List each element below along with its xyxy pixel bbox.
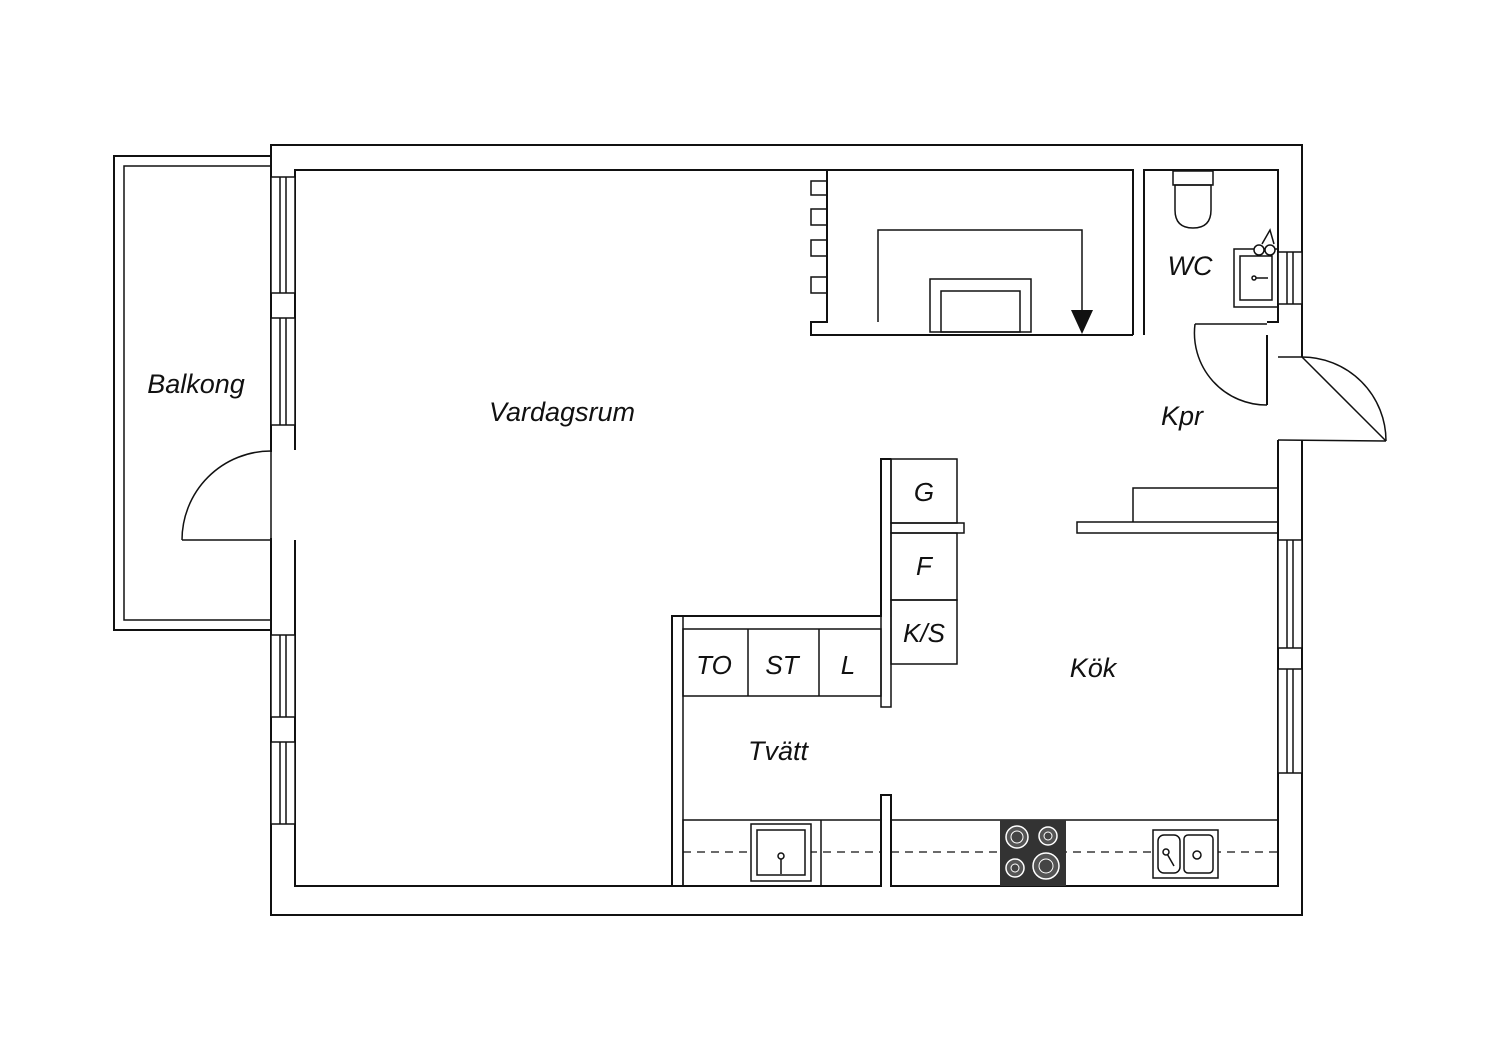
wardrobe-block	[810, 170, 1133, 336]
room-label-tvatt: Tvätt	[748, 736, 810, 766]
appliance-label-ks: K/S	[903, 618, 946, 648]
stove-icon	[1000, 820, 1066, 886]
arrow-down-icon	[1071, 310, 1093, 334]
doors	[181, 323, 1387, 541]
appliance-label-to: TO	[696, 650, 732, 680]
windows	[270, 176, 1303, 825]
room-label-balkong: Balkong	[147, 369, 245, 399]
wash-basin-icon	[1233, 228, 1279, 308]
tall-units	[880, 458, 965, 708]
appliance-label-st: ST	[765, 650, 800, 680]
appliance-label-l: L	[841, 650, 855, 680]
room-label-kok: Kök	[1070, 653, 1118, 683]
room-label-kpr: Kpr	[1161, 401, 1204, 431]
wc-fixtures	[1172, 170, 1279, 308]
sink-icon	[750, 823, 812, 882]
appliance-label-f: F	[916, 551, 934, 581]
appliance-label-g: G	[914, 477, 934, 507]
exterior-walls	[270, 144, 1303, 916]
hall-partition	[1076, 487, 1279, 534]
room-label-wc: WC	[1168, 251, 1213, 281]
toilet-icon	[1172, 170, 1214, 229]
double-sink-icon	[1152, 829, 1219, 879]
room-label-vardagsrum: Vardagsrum	[489, 397, 635, 427]
